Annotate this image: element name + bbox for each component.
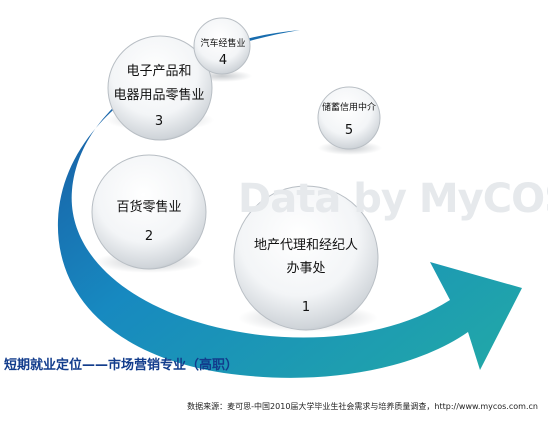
bubble-3-line2: 电器用品零售业 xyxy=(113,88,205,103)
bubble-4-line1: 汽车经售业 xyxy=(200,39,246,49)
bubble-2-rank: 2 xyxy=(144,229,154,244)
bubble-5-line1: 储蓄信用中介 xyxy=(321,103,376,113)
bubble-1-sphere xyxy=(233,185,379,331)
bubble-1-rank: 1 xyxy=(301,300,311,315)
bubble-2-sphere xyxy=(91,154,207,270)
bubble-2-label: 百货零售业 2 xyxy=(94,196,204,244)
bubble-1-line1: 地产代理和经纪人 xyxy=(253,238,358,253)
bubble-4-label: 汽车经售业 4 xyxy=(190,36,256,68)
bubble-5-sphere xyxy=(317,86,381,150)
curved-arrow xyxy=(57,30,522,378)
bubble-1-label: 地产代理和经纪人 办事处 1 xyxy=(226,234,386,319)
bubble-3-line1: 电子产品和 xyxy=(126,64,192,79)
diagram-caption: 短期就业定位——市场营销专业（高职） xyxy=(4,358,239,373)
bubble-3-label: 电子产品和 电器用品零售业 3 xyxy=(96,60,222,134)
bubble-5-rank: 5 xyxy=(344,123,354,138)
bubble-3-sphere xyxy=(107,35,213,141)
bubble-1-line2: 办事处 xyxy=(286,261,326,276)
bubble-4-rank: 4 xyxy=(218,53,228,68)
bubble-5-label: 储蓄信用中介 5 xyxy=(314,100,384,138)
source-note: 数据来源：麦可思-中国2010届大学毕业生社会需求与培养质量调查，http://… xyxy=(187,402,538,411)
bubble-3-rank: 3 xyxy=(154,114,164,129)
bubble-4-sphere xyxy=(193,17,251,75)
watermark: Data by MyCOS xyxy=(238,176,548,222)
bubble-2-line1: 百货零售业 xyxy=(116,200,182,215)
